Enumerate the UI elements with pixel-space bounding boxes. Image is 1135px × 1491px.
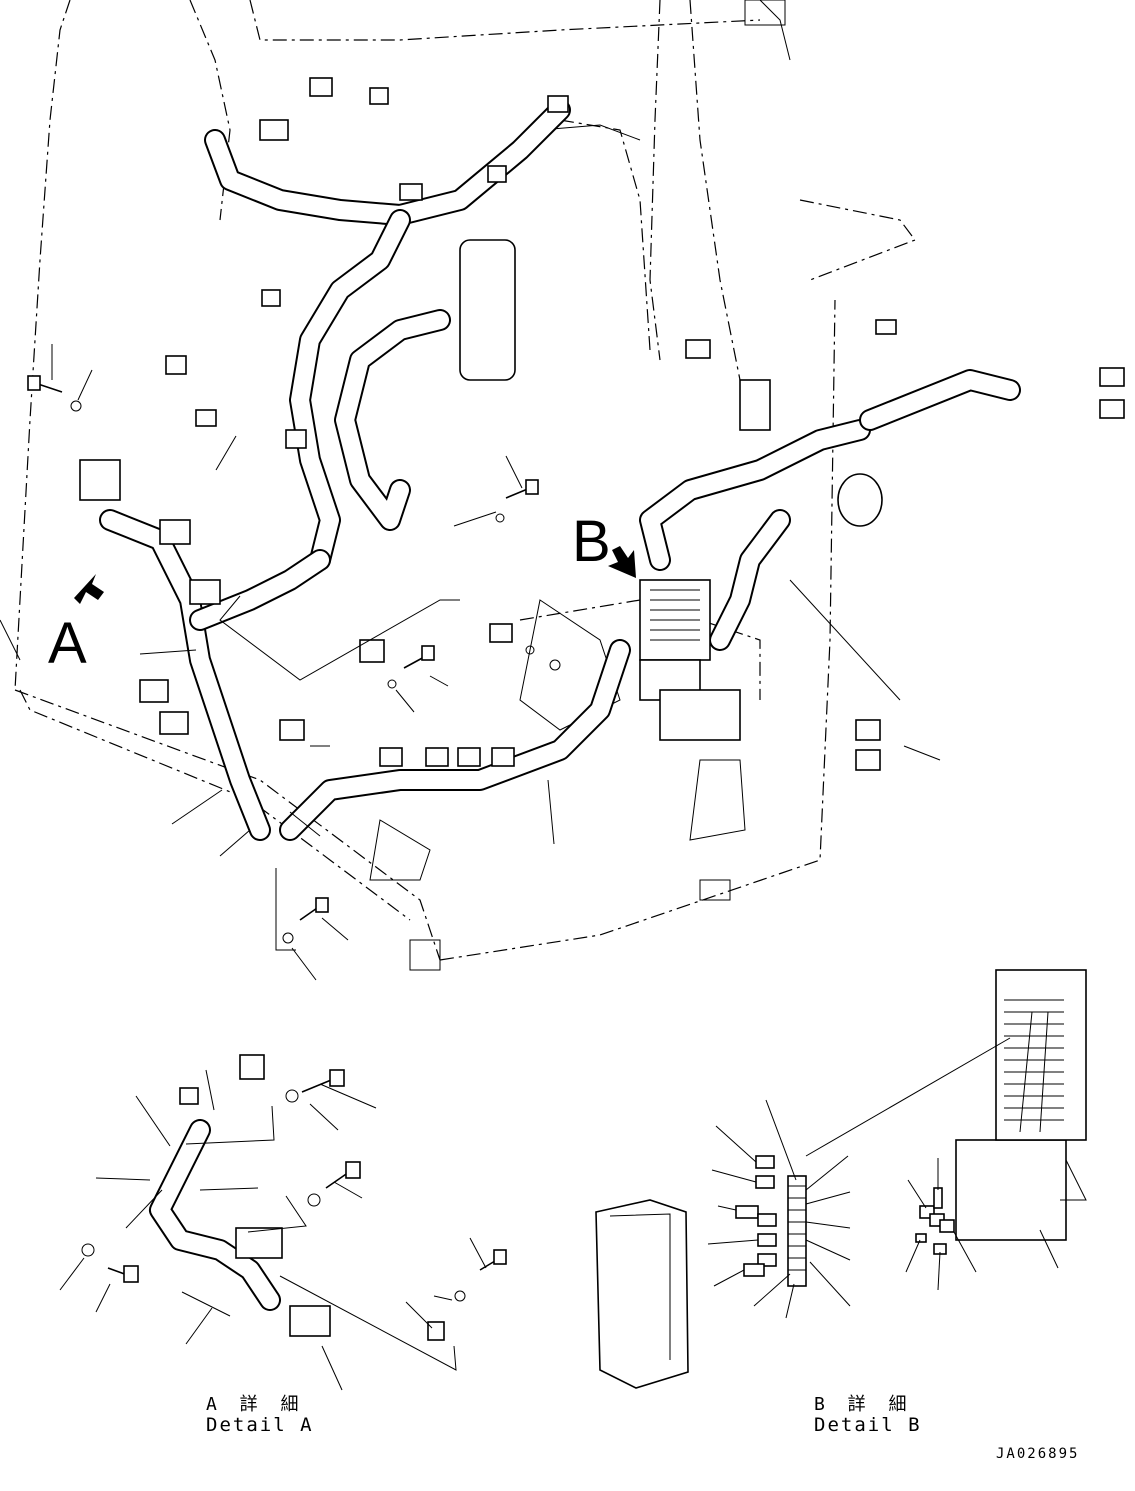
main-harness — [99, 99, 1021, 841]
view-label-b: B — [572, 509, 611, 574]
leader-lines-main — [51, 344, 941, 981]
fuse-box-main — [639, 579, 741, 741]
detail-a-drawing — [59, 1054, 507, 1391]
arrow-icon-b — [608, 546, 636, 578]
detail-b-title-jp: B 詳 細 — [814, 1394, 913, 1415]
drawing-code: JA026895 — [996, 1446, 1080, 1462]
connectors — [79, 77, 1125, 771]
detail-b-drawing — [595, 969, 1087, 1389]
arrow-icon-a — [74, 574, 104, 604]
detail-b-title-en: Detail B — [814, 1414, 922, 1436]
detail-a-title-jp: A 詳 細 — [206, 1394, 305, 1415]
view-label-a: A — [48, 611, 87, 676]
cab-frame-outline — [0, 0, 916, 971]
bolts-main — [27, 375, 539, 944]
detail-a-title-en: Detail A — [206, 1414, 314, 1436]
